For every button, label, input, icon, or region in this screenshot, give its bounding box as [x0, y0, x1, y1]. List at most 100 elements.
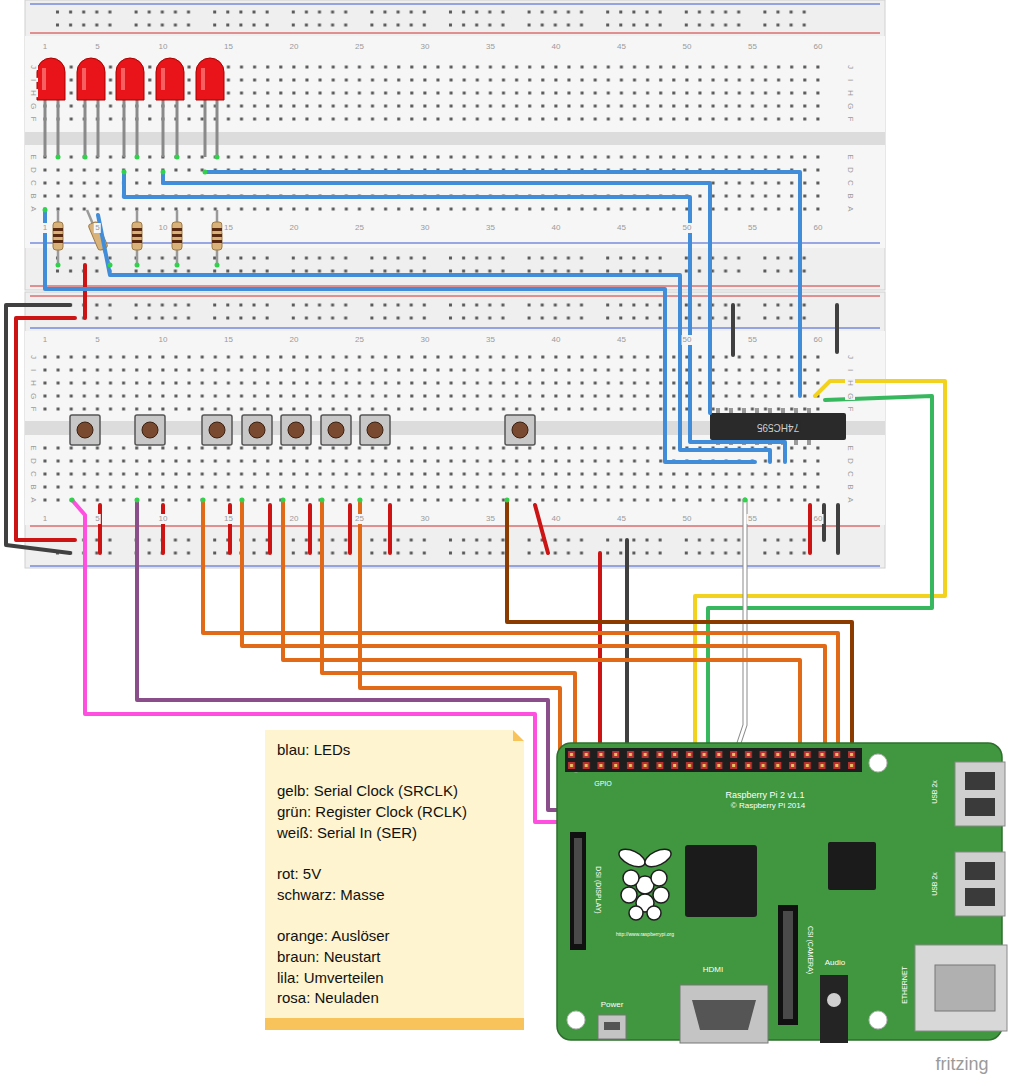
row-letter: A	[845, 205, 855, 212]
row-letter: C	[28, 179, 38, 187]
port-label: Power	[600, 1000, 625, 1010]
column-number: 15	[223, 223, 234, 233]
row-letter: G	[28, 102, 38, 110]
column-number: 15	[223, 42, 234, 52]
shift-register-chip	[710, 408, 846, 445]
column-number: 10	[157, 42, 168, 52]
note-line: grün: Register Clock (RCLK)	[277, 802, 514, 823]
chip-label: 74HC595	[756, 421, 800, 433]
column-number: 30	[419, 514, 430, 524]
row-letter: I	[28, 368, 38, 372]
row-letter: C	[28, 470, 38, 478]
row-letter: J	[845, 354, 855, 360]
column-number: 40	[550, 335, 561, 345]
column-number: 60	[812, 514, 823, 524]
board-name: Raspberry Pi 2 v1.1	[724, 790, 805, 801]
row-letter: H	[28, 379, 38, 387]
column-number: 10	[157, 335, 168, 345]
row-letter: B	[845, 192, 855, 199]
column-number: 40	[550, 514, 561, 524]
column-number: 45	[616, 514, 627, 524]
row-letter: A	[28, 496, 38, 503]
column-number: 1	[42, 223, 48, 233]
row-letter: B	[28, 483, 38, 490]
column-number: 1	[42, 335, 48, 345]
note-line: schwarz: Masse	[277, 885, 514, 906]
breadboard-bottom	[25, 292, 885, 568]
column-number: 5	[94, 514, 100, 524]
column-number: 35	[485, 223, 496, 233]
port-label: ETHERNET	[900, 965, 909, 1005]
watermark: fritzing	[934, 1054, 989, 1074]
header-label: GPIO	[593, 779, 613, 788]
wires-led	[45, 172, 800, 462]
column-number: 20	[288, 223, 299, 233]
port-label: Audio	[824, 958, 846, 968]
raspberry-pi-board	[557, 743, 1007, 1043]
column-number: 25	[354, 514, 365, 524]
column-number: 45	[616, 335, 627, 345]
port-label: HDMI	[702, 965, 724, 975]
column-number: 1	[42, 514, 48, 524]
row-letter: I	[845, 368, 855, 372]
row-letter: E	[28, 153, 38, 160]
column-number: 55	[747, 514, 758, 524]
column-number: 55	[747, 335, 758, 345]
row-letter: G	[845, 102, 855, 110]
row-letter: I	[845, 78, 855, 82]
row-letter: J	[845, 64, 855, 70]
column-number: 10	[157, 514, 168, 524]
column-number: 15	[223, 335, 234, 345]
column-number: 5	[94, 223, 100, 233]
column-number: 25	[354, 42, 365, 52]
column-number: 30	[419, 335, 430, 345]
row-letter: A	[845, 496, 855, 503]
column-number: 60	[812, 335, 823, 345]
column-number: 40	[550, 223, 561, 233]
column-number: 35	[485, 514, 496, 524]
column-number: 55	[747, 42, 758, 52]
row-letter: F	[28, 116, 38, 123]
row-letter: D	[28, 166, 38, 174]
column-number: 60	[812, 42, 823, 52]
copyright: © Raspberry Pi 2014	[730, 801, 806, 811]
column-number: 50	[681, 223, 692, 233]
led-highlights	[42, 68, 205, 90]
wires-power	[6, 265, 838, 755]
note-line: weiß: Serial In (SER)	[277, 823, 514, 844]
column-number: 25	[354, 223, 365, 233]
port-label: USB 2x	[930, 779, 939, 805]
column-number: 15	[223, 514, 234, 524]
column-number: 45	[616, 42, 627, 52]
column-number: 55	[747, 223, 758, 233]
sticky-note: blau: LEDsgelb: Serial Clock (SRCLK)grün…	[265, 730, 524, 1030]
row-letter: B	[28, 192, 38, 199]
note-line: orange: Auslöser	[277, 926, 514, 947]
row-letter: J	[28, 354, 38, 360]
column-number: 1	[42, 42, 48, 52]
resistors	[53, 210, 222, 265]
column-number: 30	[419, 42, 430, 52]
row-letter: F	[845, 406, 855, 413]
row-letter: A	[28, 205, 38, 212]
row-letter: F	[845, 116, 855, 123]
url: http://www.raspberrypi.org	[615, 931, 675, 938]
column-number: 20	[288, 514, 299, 524]
note-line: braun: Neustart	[277, 947, 514, 968]
port-label: DSI (DISPLAY)	[594, 865, 603, 914]
note-line: rot: 5V	[277, 864, 514, 885]
column-number: 5	[94, 42, 100, 52]
note-line: blau: LEDs	[277, 740, 514, 761]
breadboard-top	[25, 0, 885, 290]
row-letter: E	[28, 444, 38, 451]
row-letter: H	[28, 89, 38, 97]
row-letter: C	[845, 179, 855, 187]
column-number: 10	[157, 223, 168, 233]
row-letter: C	[845, 470, 855, 478]
row-letter: D	[845, 166, 855, 174]
row-letter: D	[845, 457, 855, 465]
row-letter: I	[28, 78, 38, 82]
row-letter: B	[845, 483, 855, 490]
port-label: CSI (CAMERA)	[806, 925, 815, 975]
